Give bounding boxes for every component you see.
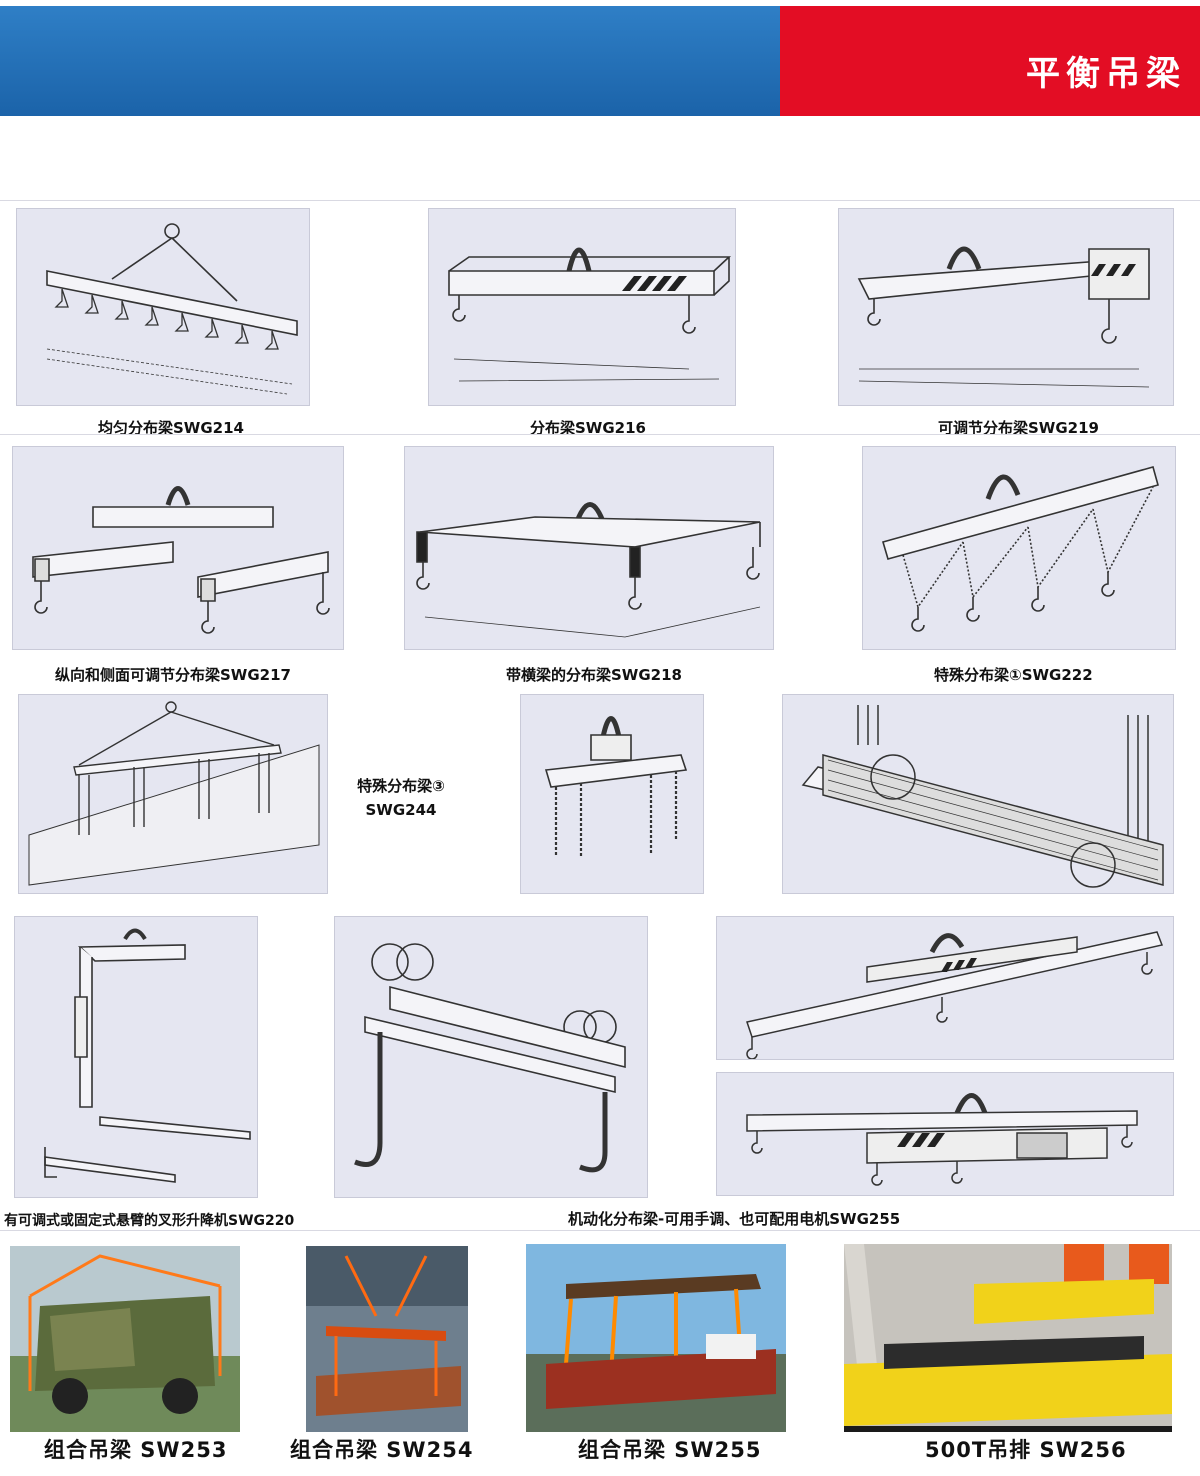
drawing-swg244-wall: [18, 694, 328, 894]
drawing-swg216: [428, 208, 736, 406]
caption-swg217: 纵向和侧面可调节分布梁SWG217: [55, 666, 291, 684]
drawing-swg219: [838, 208, 1174, 406]
drawing-swg255-lower: [716, 1072, 1174, 1196]
header-banner-red: 平衡吊梁: [780, 6, 1200, 116]
caption-swg244-line2: SWG244: [365, 801, 437, 819]
drawing-swg218: [404, 446, 774, 650]
drawing-swg244-chains: [520, 694, 704, 894]
caption-swg244-line1: 特殊分布梁③: [357, 777, 445, 795]
caption-sw253: 组合吊梁 SW253: [44, 1438, 228, 1462]
header-banner-blue: [0, 6, 780, 116]
caption-swg216: 分布梁SWG216: [530, 419, 646, 437]
row-divider: [0, 1230, 1200, 1231]
caption-swg255: 机动化分布梁-可用手调、也可配用电机SWG255: [568, 1210, 901, 1228]
drawing-swg217: [12, 446, 344, 650]
caption-swg220: 有可调式或固定式悬臂的叉形升降机SWG220: [4, 1213, 295, 1229]
drawing-swg214: [16, 208, 310, 406]
caption-swg244: 特殊分布梁③ SWG244: [336, 774, 466, 822]
page-title: 平衡吊梁: [1026, 54, 1186, 94]
caption-swg218: 带横梁的分布梁SWG218: [506, 666, 682, 684]
row-divider: [0, 200, 1200, 201]
caption-sw254: 组合吊梁 SW254: [290, 1438, 474, 1462]
drawing-pipe-beam: [782, 694, 1174, 894]
caption-sw255-photo: 组合吊梁 SW255: [578, 1438, 762, 1462]
caption-swg222: 特殊分布梁①SWG222: [934, 666, 1093, 684]
drawing-hook-beam: [334, 916, 648, 1198]
drawing-swg255-upper: [716, 916, 1174, 1060]
photo-sw254: [306, 1246, 468, 1432]
photo-sw256: [844, 1244, 1172, 1432]
caption-swg214: 均匀分布梁SWG214: [98, 419, 244, 437]
caption-sw256: 500T吊排 SW256: [925, 1438, 1127, 1462]
row-divider: [0, 434, 1200, 435]
photo-sw253: [10, 1246, 240, 1432]
photo-sw255: [526, 1244, 786, 1432]
caption-swg219: 可调节分布梁SWG219: [938, 419, 1099, 437]
drawing-swg222: [862, 446, 1176, 650]
drawing-swg220: [14, 916, 258, 1198]
